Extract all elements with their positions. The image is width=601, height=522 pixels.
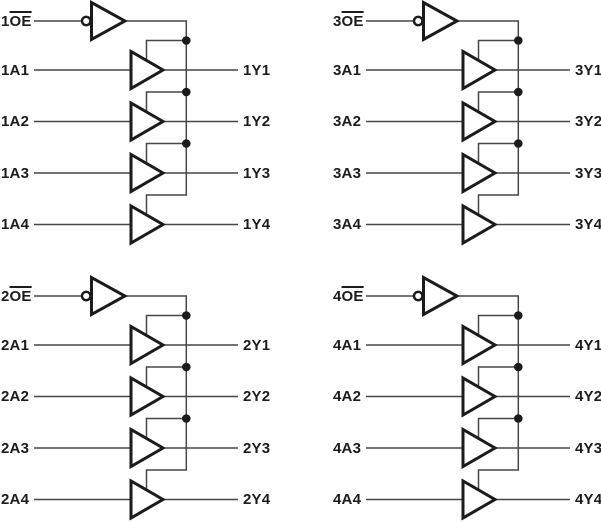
pin-label-4y3: 4Y3 [575,439,601,457]
enable-rail-wire [125,295,188,490]
enable-branch-wire [477,142,519,164]
tri-state-buffer [129,426,166,470]
tri-state-buffer [129,203,166,246]
pin-label-2a1: 2A1 [1,336,30,354]
tri-state-buffer [461,203,498,246]
tri-state-buffer [461,100,498,143]
tri-state-buffer [461,323,498,367]
wire-junction-dot [182,414,191,423]
enable-rail-wire [457,295,520,490]
pin-label-1y4: 1Y4 [243,216,271,233]
pin-label-3a1: 3A1 [333,61,362,79]
enable-branch-wire [477,91,519,112]
pin-label-4y4: 4Y4 [575,491,601,508]
pin-label-3a2: 3A2 [333,113,362,130]
pin-label-3y4: 3Y4 [575,216,601,233]
pin-label-2a3: 2A3 [1,439,30,457]
oe-label-number: 1 [1,12,10,30]
tri-state-buffer [461,151,498,195]
pin-label-1a4: 1A4 [1,216,30,233]
pin-label-4a4: 4A4 [333,491,362,508]
oe-label-number: 3 [333,12,342,30]
pin-label-2y4: 2Y4 [243,491,271,508]
enable-branch-wire [145,142,187,164]
tri-state-buffer [129,100,166,143]
pin-label-4a2: 4A2 [333,388,362,405]
wire-junction-dot [514,362,523,372]
enable-branch-wire [477,314,519,336]
active-low-bubble-icon [80,15,92,27]
enable-branch-wire [145,314,187,336]
output-enable-inverter [422,0,461,43]
tri-state-buffer [129,375,166,418]
pin-label-4y2: 4Y2 [575,388,601,405]
pin-label-3a4: 3A4 [333,216,362,233]
pin-label-1a1: 1A1 [1,61,30,79]
tri-state-buffer [461,375,498,418]
enable-branch-wire [477,39,519,61]
wire-junction-dot [182,362,191,372]
pin-label-3oe: 3OE [333,13,364,30]
pin-label-2y3: 2Y3 [243,439,271,457]
wire-junction-dot [514,87,523,97]
pin-label-3a3: 3A3 [333,164,362,182]
tri-state-buffer [461,478,498,521]
wire-junction-dot [514,36,523,45]
oe-label-overline-text: OE [341,287,364,305]
oe-label-number: 4 [333,287,342,305]
oe-label-overline-text: OE [9,287,32,305]
pin-label-1oe: 1OE [1,13,32,30]
oe-label-overline-text: OE [341,12,364,30]
tri-state-buffer [461,426,498,470]
pin-label-3y2: 3Y2 [575,113,601,130]
wire-junction-dot [514,311,523,320]
tri-state-buffer [129,478,166,521]
wire-junction-dot [182,87,191,97]
active-low-bubble-icon [412,290,424,302]
enable-branch-wire [477,417,519,439]
tri-state-buffer [129,48,166,92]
output-enable-inverter [90,0,129,43]
output-enable-inverter [90,274,129,318]
enable-branch-wire [477,366,519,387]
pin-label-2y2: 2Y2 [243,388,271,405]
pin-label-3y3: 3Y3 [575,164,601,182]
enable-branch-wire [145,417,187,439]
pin-label-3y1: 3Y1 [575,61,601,79]
pin-label-1y2: 1Y2 [243,113,271,130]
pin-label-4a1: 4A1 [333,336,362,354]
enable-rail-wire [457,20,520,215]
pin-label-2a2: 2A2 [1,388,30,405]
tri-state-buffer [129,323,166,367]
wire-junction-dot [182,311,191,320]
tri-state-buffer [461,48,498,92]
enable-branch-wire [145,366,187,387]
pin-label-2a4: 2A4 [1,491,30,508]
pin-label-2y1: 2Y1 [243,336,271,354]
wire-junction-dot [182,36,191,45]
pin-label-1a2: 1A2 [1,113,30,130]
wire-junction-dot [182,139,191,148]
enable-branch-wire [145,91,187,112]
wire-junction-dot [514,414,523,423]
pin-label-2oe: 2OE [1,288,32,305]
active-low-bubble-icon [412,15,424,27]
pin-label-4y1: 4Y1 [575,336,601,354]
pin-label-1y3: 1Y3 [243,164,271,182]
output-enable-inverter [422,274,461,318]
pin-label-4a3: 4A3 [333,439,362,457]
pin-label-1y1: 1Y1 [243,61,271,79]
oe-label-number: 2 [1,287,10,305]
enable-rail-wire [125,20,188,215]
active-low-bubble-icon [80,290,92,302]
enable-branch-wire [145,39,187,61]
tri-state-buffer [129,151,166,195]
pin-label-4oe: 4OE [333,288,364,305]
pin-label-1a3: 1A3 [1,164,30,182]
wire-junction-dot [514,139,523,148]
oe-label-overline-text: OE [9,12,32,30]
